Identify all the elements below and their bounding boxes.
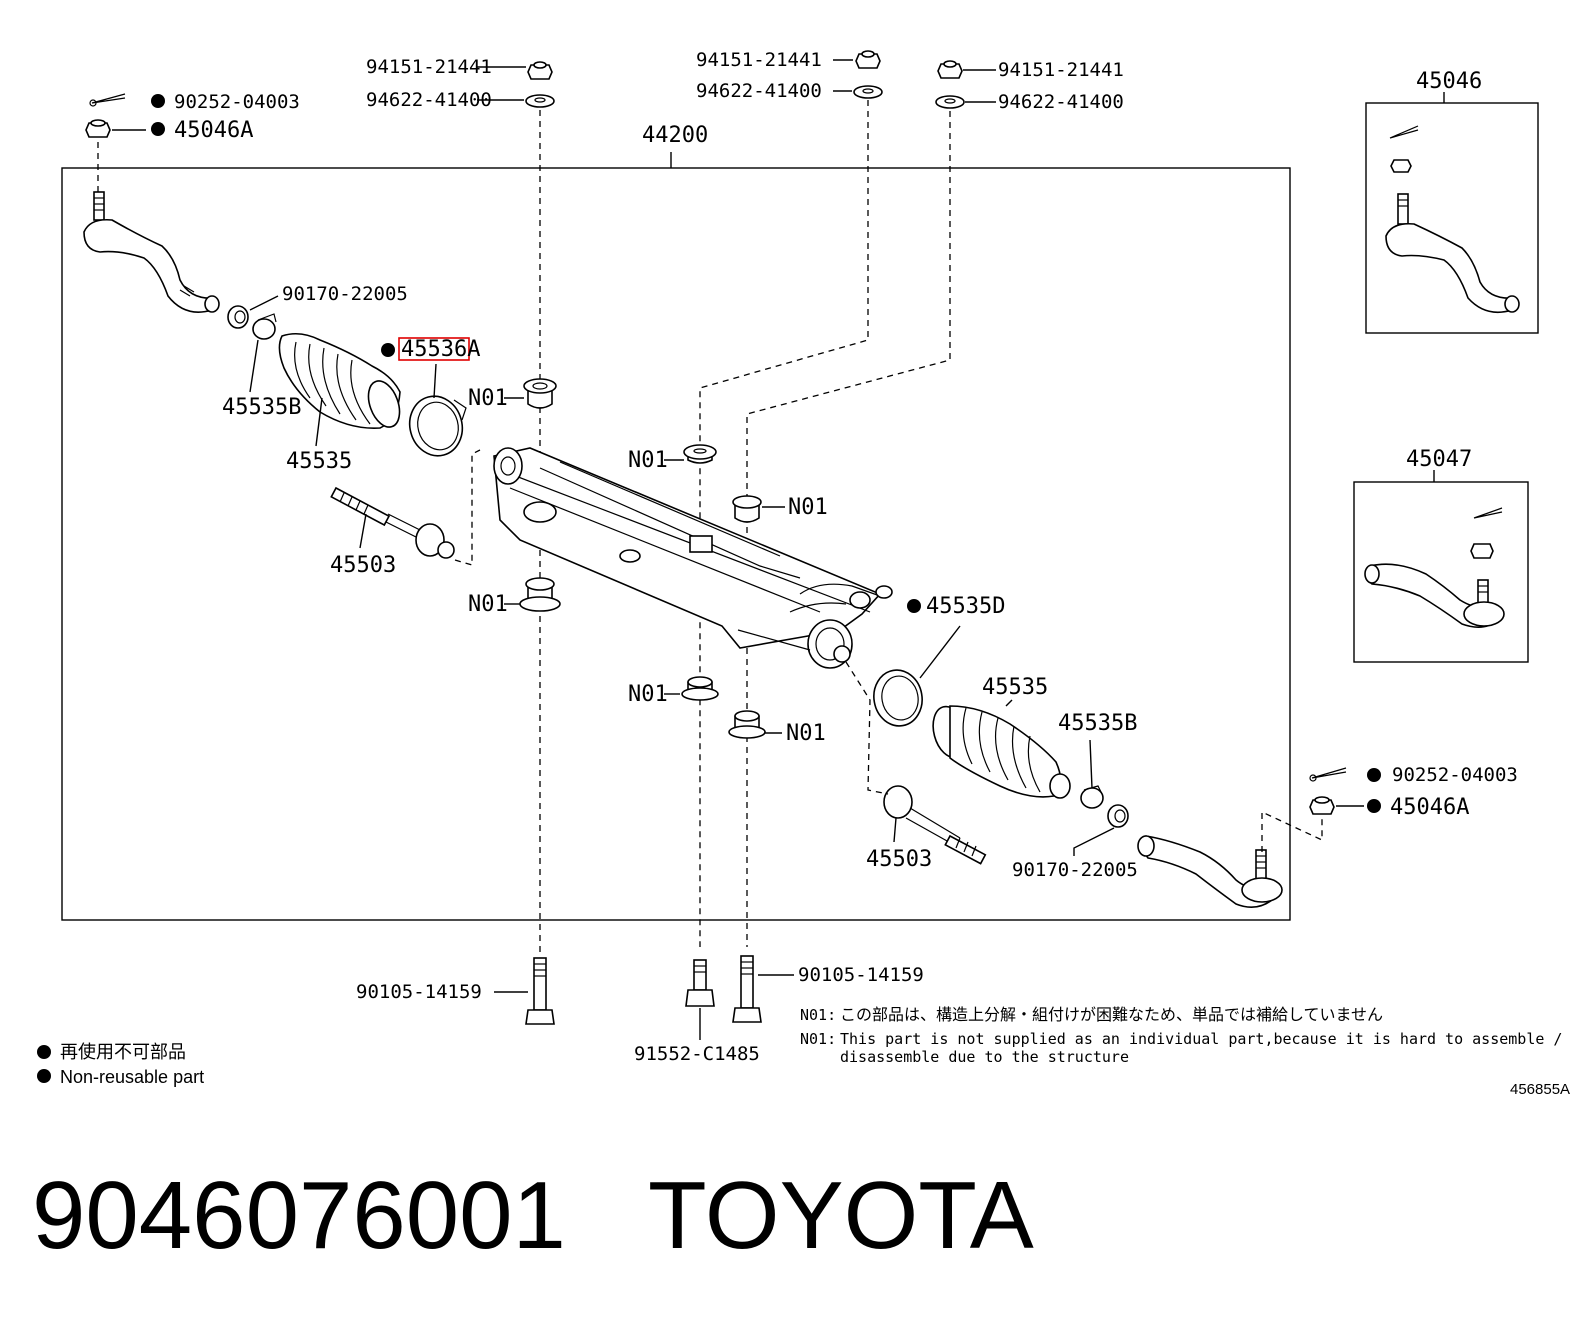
note-n01-prefix-ja: N01: <box>800 1006 836 1024</box>
nut-94151-b[interactable] <box>855 50 881 69</box>
nut-45046a-right[interactable] <box>1309 796 1335 815</box>
label-45046a-right[interactable]: 45046A <box>1390 795 1469 820</box>
legend-english: Non-reusable part <box>60 1067 204 1087</box>
legend-japanese: 再使用不可部品 <box>60 1042 186 1062</box>
label-94622-41400-a[interactable]: 94622-41400 <box>366 89 492 111</box>
label-91552-c1485[interactable]: 91552-C1485 <box>634 1043 760 1065</box>
steering-rack-housing[interactable] <box>493 447 893 669</box>
n01-bushing-6[interactable] <box>728 710 766 739</box>
rack-end-45503-right[interactable] <box>883 785 987 865</box>
footer-brand: TOYOTA <box>648 1162 1034 1269</box>
clip-90170-left[interactable] <box>227 305 249 329</box>
label-45535-left[interactable]: 45535 <box>286 449 352 474</box>
label-45503-right[interactable]: 45503 <box>866 847 932 872</box>
label-45046a-left[interactable]: 45046A <box>174 118 253 143</box>
bolt-90105-right[interactable] <box>732 955 762 1023</box>
label-90252-04003-right[interactable]: 90252-04003 <box>1392 764 1518 786</box>
label-90170-22005-right[interactable]: 90170-22005 <box>1012 859 1138 881</box>
boot-45535-left[interactable] <box>278 332 405 432</box>
label-45536a-left[interactable]: 45536A <box>401 337 480 362</box>
clip-90170-right[interactable] <box>1107 804 1129 828</box>
label-n01-4[interactable]: N01 <box>468 592 508 617</box>
label-45535b-left[interactable]: 45535B <box>222 395 301 420</box>
washer-94622-c[interactable] <box>935 95 965 109</box>
n01-bushing-5[interactable] <box>681 676 719 701</box>
clamp-45535b-right[interactable] <box>1080 785 1104 809</box>
label-45503-left[interactable]: 45503 <box>330 553 396 578</box>
inset-45046-parts[interactable] <box>1385 125 1520 314</box>
label-90105-14159-left[interactable]: 90105-14159 <box>356 981 482 1003</box>
clamp-45536a-left[interactable] <box>403 390 469 461</box>
label-n01-2[interactable]: N01 <box>628 448 668 473</box>
clamp-45535d-right[interactable] <box>870 666 927 729</box>
label-45535b-right[interactable]: 45535B <box>1058 711 1137 736</box>
n01-bushing-1[interactable] <box>523 378 557 409</box>
highlight-box-45536a <box>398 337 470 361</box>
note-n01-english-line1: This part is not supplied as an individu… <box>840 1030 1562 1048</box>
label-n01-3[interactable]: N01 <box>788 495 828 520</box>
label-94151-21441-c[interactable]: 94151-21441 <box>998 59 1124 81</box>
label-45046[interactable]: 45046 <box>1416 69 1482 94</box>
label-90170-22005-left[interactable]: 90170-22005 <box>282 283 408 305</box>
nut-94151-c[interactable] <box>937 60 963 79</box>
inset-45046-frame <box>1365 102 1539 334</box>
washer-94622-a[interactable] <box>525 94 555 108</box>
tie-rod-end-right[interactable] <box>1137 835 1283 908</box>
label-94622-41400-c[interactable]: 94622-41400 <box>998 91 1124 113</box>
label-45535d-right[interactable]: 45535D <box>926 594 1005 619</box>
label-90252-04003-left[interactable]: 90252-04003 <box>174 91 300 113</box>
label-94151-21441-b[interactable]: 94151-21441 <box>696 49 822 71</box>
washer-94622-b[interactable] <box>853 85 883 99</box>
n01-bushing-2[interactable] <box>683 444 717 464</box>
note-n01-japanese: この部品は、構造上分解・組付けが困難なため、単品では補給していません <box>840 1005 1383 1024</box>
label-n01-1[interactable]: N01 <box>468 386 508 411</box>
footer-part-number: 9046076001 <box>32 1162 566 1269</box>
nut-94151-a[interactable] <box>527 61 553 80</box>
label-94151-21441-a[interactable]: 94151-21441 <box>366 56 492 78</box>
nut-45046a-left[interactable] <box>85 119 111 138</box>
assembly-label[interactable]: 44200 <box>642 123 708 148</box>
inset-45047-parts[interactable] <box>1364 507 1505 628</box>
n01-bushing-3[interactable] <box>732 495 762 523</box>
label-n01-6[interactable]: N01 <box>786 721 826 746</box>
note-n01-english-line2: disassemble due to the structure <box>840 1048 1129 1066</box>
label-n01-5[interactable]: N01 <box>628 682 668 707</box>
cotter-pin-right[interactable] <box>1309 767 1347 782</box>
cotter-pin-left[interactable] <box>89 93 126 107</box>
label-94622-41400-b[interactable]: 94622-41400 <box>696 80 822 102</box>
assembly-frame <box>61 167 1291 921</box>
label-90105-14159-right[interactable]: 90105-14159 <box>798 964 924 986</box>
n01-bushing-4[interactable] <box>519 577 561 612</box>
diagram-reference-code: 456855A <box>1510 1081 1570 1098</box>
note-n01-prefix-en: N01: <box>800 1030 836 1048</box>
inset-45047-frame <box>1353 481 1529 663</box>
bolt-91552-center[interactable] <box>685 959 715 1007</box>
label-45047[interactable]: 45047 <box>1406 447 1472 472</box>
tie-rod-end-left[interactable] <box>83 191 220 313</box>
bolt-90105-left[interactable] <box>525 957 555 1025</box>
rack-end-45503-left[interactable] <box>330 486 455 559</box>
boot-45535-right[interactable] <box>928 703 1071 799</box>
label-45535-right[interactable]: 45535 <box>982 675 1048 700</box>
clamp-45535b-left[interactable] <box>252 313 277 340</box>
